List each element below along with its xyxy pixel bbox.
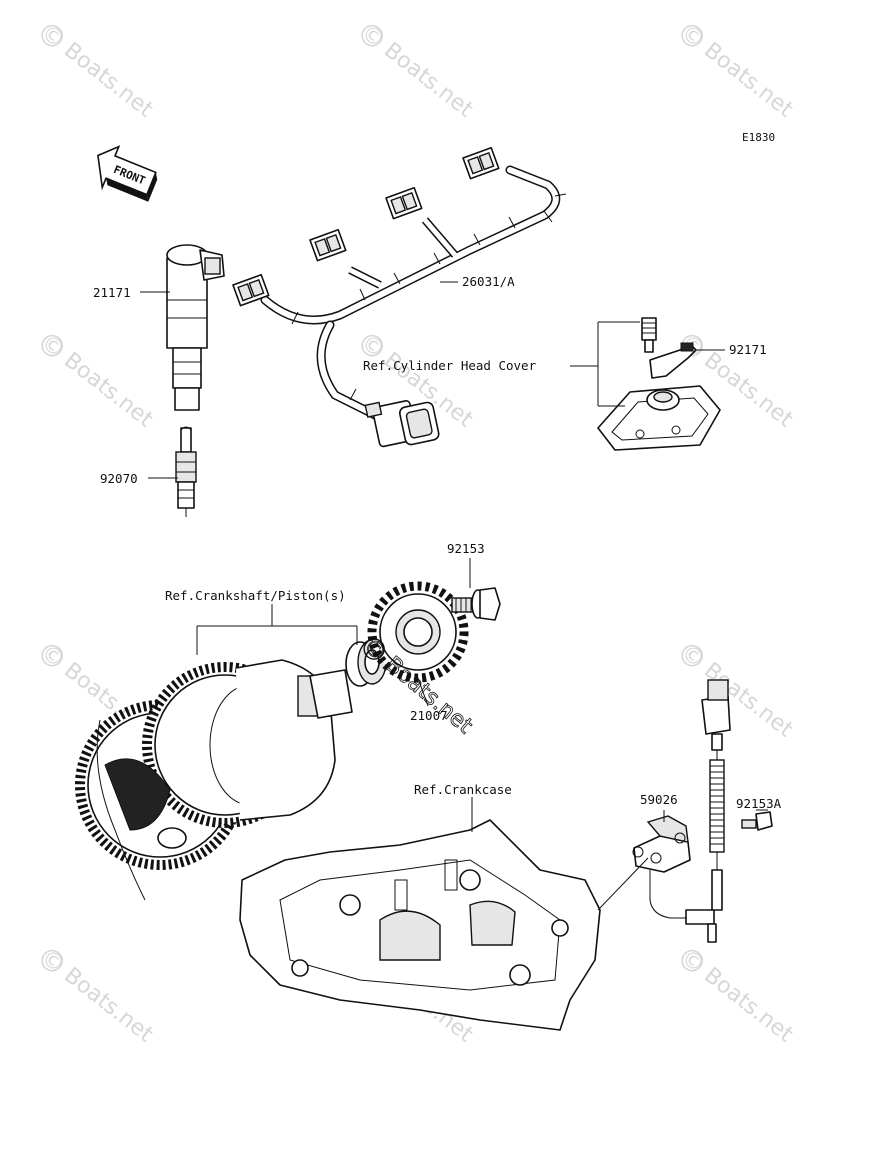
- ignition-coil[interactable]: [166, 244, 225, 411]
- part-number-spark-plug[interactable]: 92070: [100, 471, 138, 486]
- watermark-text: © Boats.net: [356, 20, 477, 123]
- wiring-harness[interactable]: [232, 146, 567, 453]
- rotor[interactable]: [367, 581, 469, 683]
- part-number-wiring-harness[interactable]: 26031/A: [462, 274, 515, 289]
- crankcase-ref-drawing: [239, 819, 601, 1031]
- watermark-text: © Boats.net: [676, 640, 797, 743]
- part-number-bolt-small[interactable]: 92153A: [736, 796, 782, 811]
- part-number-rotor[interactable]: 21007: [410, 708, 448, 723]
- spark-plug[interactable]: [175, 426, 197, 517]
- watermark-text: © Boats.net: [676, 945, 797, 1048]
- watermark-text: © Boats.net: [676, 20, 797, 123]
- sensor-lead-wire: [701, 679, 731, 911]
- flange-bolt[interactable]: [451, 587, 501, 621]
- ref-cylinder-head-cover-label: Ref.Cylinder Head Cover: [363, 358, 537, 373]
- crankshaft-ref-drawing: [75, 659, 353, 901]
- watermark-text: © Boats.net: [36, 945, 157, 1048]
- ref-crankshaft-piston-label: Ref.Crankshaft/Piston(s): [165, 588, 346, 603]
- ref-crankcase-label: Ref.Crankcase: [414, 782, 512, 797]
- clamp[interactable]: [641, 317, 697, 379]
- watermark-text: © Boats.net: [36, 330, 157, 433]
- part-number-ignition-coil[interactable]: 21171: [93, 285, 131, 300]
- bolt-small[interactable]: [741, 811, 773, 831]
- diagram-code: E1830: [742, 131, 775, 144]
- cylinder-head-cover-ref-drawing: [597, 385, 721, 451]
- leader-lines: [140, 281, 768, 911]
- front-arrow-icon: FRONT: [97, 145, 158, 202]
- part-number-flange-bolt[interactable]: 92153: [447, 541, 485, 556]
- part-number-pickup-sensor[interactable]: 59026: [640, 792, 678, 807]
- part-number-clamp[interactable]: 92171: [729, 342, 767, 357]
- pickup-sensor[interactable]: [632, 815, 717, 943]
- watermark-text: © Boats.net: [36, 20, 157, 123]
